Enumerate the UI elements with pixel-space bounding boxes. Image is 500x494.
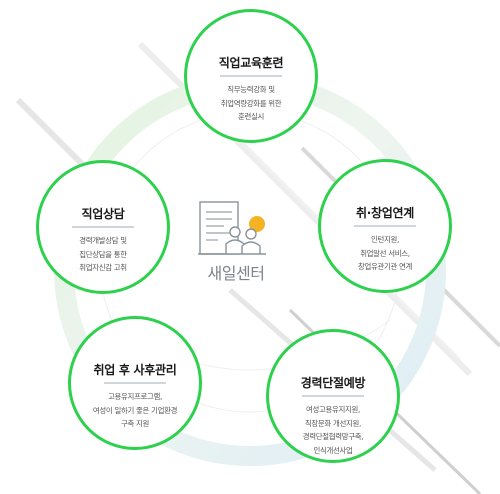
desc-line: 인턴지원,: [370, 235, 400, 244]
desc-line: 여성이 일하기 좋은 기업환경: [92, 405, 178, 415]
title-underline: [302, 395, 364, 397]
saeil-center-icon: [198, 201, 266, 255]
desc-line: 직장문화 개선지원,: [304, 418, 362, 428]
desc-line: 취업자신감 고취: [79, 263, 127, 272]
desc-line: 구축 지원: [120, 419, 150, 428]
node-description: 직무능력강화 및 취업역량강화를 위한 훈련실시: [195, 83, 307, 124]
desc-line: 경력단절협력망구축,: [302, 432, 364, 441]
desc-line: 여성고용유지지원,: [305, 405, 361, 414]
title-underline: [104, 382, 166, 384]
title-underline: [72, 226, 134, 228]
title-underline: [354, 225, 416, 227]
desc-line: 취업역량강화를 위한: [220, 98, 282, 108]
node-job-training: 직업교육훈련 직무능력강화 및 취업역량강화를 위한 훈련실시: [184, 9, 318, 143]
node-post-employment-care: 취업 후 사후관리 고용유지프로그램, 여성이 일하기 좋은 기업환경 구축 지…: [68, 316, 202, 450]
desc-line: 훈련실시: [238, 112, 264, 121]
node-title: 직업상담: [81, 207, 125, 221]
desc-line: 집단상담을 통한: [79, 249, 127, 259]
node-description: 경력개발상담 및 집단상담을 통한 취업자신감 고취: [47, 234, 159, 275]
node-description: 고용유지프로그램, 여성이 일하기 좋은 기업환경 구축 지원: [79, 390, 191, 431]
node-employment-startup-link: 취·창업연계 인턴지원, 취업알선 서비스, 창업유관기관 연계: [318, 159, 452, 293]
node-title: 직업교육훈련: [218, 56, 284, 70]
node-description: 여성고용유지지원, 직장문화 개선지원, 경력단절협력망구축, 인식개선사업: [277, 403, 389, 457]
desc-line: 취업알선 서비스,: [360, 248, 410, 258]
desc-line: 인식개선사업: [313, 445, 353, 455]
title-underline: [220, 75, 282, 77]
node-job-counseling: 직업상담 경력개발상담 및 집단상담을 통한 취업자신감 고취: [36, 160, 170, 294]
node-description: 인턴지원, 취업알선 서비스, 창업유관기관 연계: [329, 233, 441, 274]
desc-line: 직무능력강화 및: [227, 85, 275, 94]
desc-line: 창업유관기관 연계: [357, 262, 413, 271]
center-label: 새일센터: [207, 264, 265, 283]
node-career-break-prevention: 경력단절예방 여성고용유지지원, 직장문화 개선지원, 경력단절협력망구축, 인…: [266, 329, 400, 463]
desc-line: 고용유지프로그램,: [107, 392, 163, 401]
node-title: 경력단절예방: [300, 376, 366, 390]
desc-line: 경력개발상담 및: [79, 236, 127, 245]
node-title: 취·창업연계: [356, 206, 414, 220]
node-title: 취업 후 사후관리: [93, 363, 177, 377]
